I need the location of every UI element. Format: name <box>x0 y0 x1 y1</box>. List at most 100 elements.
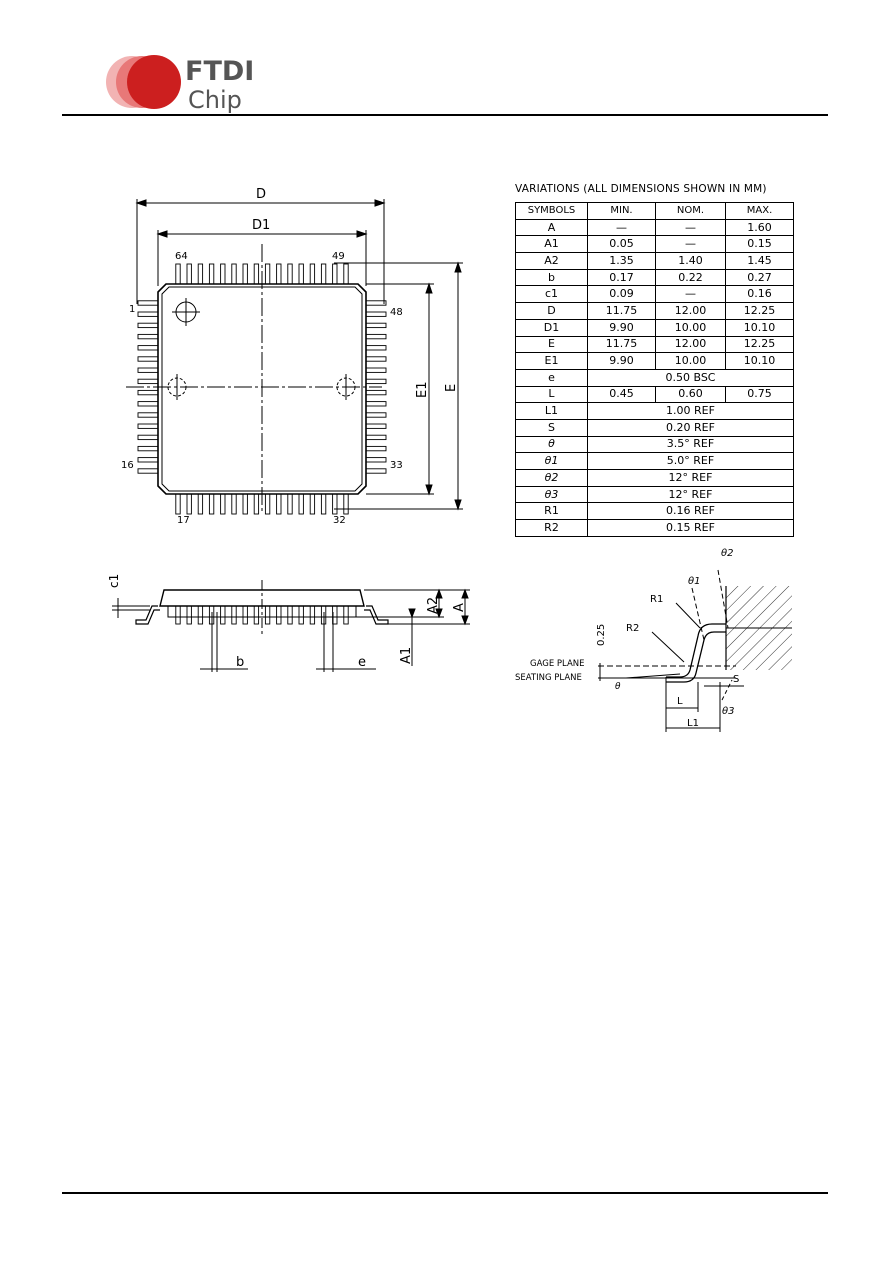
symbol-cell: E <box>515 335 588 354</box>
lead <box>365 412 387 418</box>
min-cell: — <box>587 218 656 237</box>
dim-D-label: D <box>256 187 266 202</box>
seating-plane-label: SEATING PLANE <box>515 673 582 683</box>
nom-cell: 12.00 <box>655 335 726 354</box>
col-nom: NOM. <box>655 202 726 220</box>
dim-025-label: 0.25 <box>596 624 607 646</box>
symbol-cell: A1 <box>515 235 588 254</box>
value-cell: 1.00 REF <box>587 402 794 420</box>
symbol-cell: θ1 <box>515 452 588 470</box>
side-view <box>112 580 470 672</box>
lead <box>137 322 159 329</box>
lead <box>137 356 159 362</box>
pin-33-label: 33 <box>390 460 403 471</box>
min-cell: 9.90 <box>587 318 656 337</box>
lead <box>208 263 215 285</box>
lead <box>175 263 181 285</box>
theta2-top-label: θ2 <box>721 548 733 559</box>
nom-cell: 0.60 <box>655 385 726 404</box>
dim-c1-label: c1 <box>107 574 121 588</box>
symbol-cell: θ3 <box>515 485 588 504</box>
pin-32-label: 32 <box>333 515 346 526</box>
dimensions-caption: VARIATIONS (ALL DIMENSIONS SHOWN IN MM) <box>515 183 767 195</box>
lead <box>343 493 349 515</box>
symbol-cell: L <box>515 385 588 404</box>
lead <box>365 401 387 407</box>
lead <box>137 367 159 373</box>
max-cell: 12.25 <box>725 302 794 320</box>
symbol-cell: A2 <box>515 252 588 270</box>
max-cell: 1.45 <box>725 252 794 270</box>
lead <box>137 333 159 340</box>
header-rule <box>62 114 828 116</box>
lead <box>365 300 387 306</box>
value-cell: 0.20 REF <box>587 418 794 437</box>
lead <box>137 468 159 474</box>
max-cell: 10.10 <box>725 318 794 337</box>
lead <box>137 389 159 396</box>
lead <box>197 263 204 285</box>
value-cell: 0.16 REF <box>587 502 794 521</box>
dim-D1-label: D1 <box>252 218 270 233</box>
lead <box>365 333 387 340</box>
lead <box>175 605 181 625</box>
lead <box>137 401 159 407</box>
side-leads <box>175 605 349 625</box>
lead <box>264 263 271 285</box>
lead <box>365 367 387 373</box>
R1-label: R1 <box>650 594 663 605</box>
max-cell: 10.10 <box>725 352 794 370</box>
min-cell: 0.05 <box>587 235 656 254</box>
dim-A2-label: A2 <box>426 597 441 614</box>
symbol-cell: E1 <box>515 352 588 370</box>
nom-cell: — <box>655 235 726 254</box>
lead <box>197 605 204 625</box>
lead <box>137 434 159 441</box>
nom-cell: 0.22 <box>655 268 726 287</box>
lead <box>264 493 271 515</box>
lead <box>137 423 159 429</box>
lead <box>365 356 387 362</box>
min-cell: 11.75 <box>587 335 656 354</box>
right-pins <box>365 300 387 474</box>
dim-A1-label: A1 <box>399 647 414 664</box>
nom-cell: 12.00 <box>655 302 726 320</box>
lead <box>365 389 387 396</box>
symbol-cell: θ2 <box>515 469 588 487</box>
lead <box>231 263 237 285</box>
lead <box>309 263 316 285</box>
lead <box>365 311 387 317</box>
nom-cell: 1.40 <box>655 252 726 270</box>
lead <box>175 493 181 515</box>
pin-1-label: 1 <box>129 304 135 315</box>
logo-ftdi-text: FTDI <box>185 56 254 87</box>
min-cell: 0.45 <box>587 385 656 404</box>
max-cell: 1.60 <box>725 218 794 237</box>
lead <box>242 605 248 625</box>
dim-E1-label: E1 <box>415 382 430 399</box>
lead <box>276 493 282 515</box>
theta1-label: θ1 <box>688 576 700 587</box>
value-cell: 0.15 REF <box>587 519 794 537</box>
nom-cell: 10.00 <box>655 352 726 370</box>
gage-plane-label: GAGE PLANE <box>530 659 585 669</box>
lead <box>137 311 159 317</box>
dim-L1-label: L1 <box>687 718 699 729</box>
lead <box>276 263 282 285</box>
lead <box>343 263 349 285</box>
value-cell: 3.5° REF <box>587 435 794 454</box>
lead <box>231 605 237 625</box>
R2-label: R2 <box>626 623 639 634</box>
lead <box>365 423 387 429</box>
lead <box>220 493 226 515</box>
nom-cell: — <box>655 218 726 237</box>
